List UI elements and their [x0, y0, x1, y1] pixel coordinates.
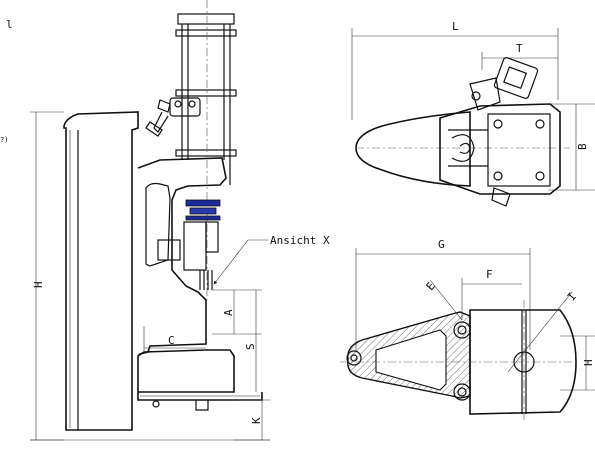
frame-cutout — [145, 182, 171, 267]
tool-holder — [183, 221, 207, 271]
dim-S-label: S — [244, 343, 257, 350]
dim-L-label: L — [452, 20, 459, 33]
tool-stack — [183, 199, 221, 290]
ansicht-leader — [213, 239, 268, 285]
ansicht-label: Ansicht X — [270, 234, 330, 247]
corner-mark: l — [6, 18, 13, 31]
side-view: l ?) — [0, 0, 330, 441]
head-outline — [439, 103, 561, 195]
base-foot — [195, 400, 209, 411]
dim-B-label: B — [576, 143, 589, 150]
valve-assembly — [145, 97, 201, 137]
dim-F-label: F — [486, 268, 493, 281]
bolt-hole-top — [453, 321, 471, 339]
dim-K-label: K — [250, 417, 263, 424]
press-column-outline — [63, 111, 139, 431]
control-box — [157, 239, 181, 261]
frame-top-outline — [355, 111, 471, 187]
dim-C-label: C — [168, 334, 175, 347]
top-view: L T B — [351, 20, 595, 207]
corner-mark-2: ?) — [0, 136, 8, 144]
cylinder-top-cap — [177, 13, 235, 25]
dim-E-label: E — [424, 280, 438, 293]
base-upper — [137, 349, 235, 393]
section-window — [375, 329, 447, 391]
dim-G-label: G — [438, 238, 445, 251]
base-plate — [137, 392, 263, 401]
c-frame-outline — [137, 157, 227, 357]
top-valve — [469, 57, 539, 207]
dim-T-label: T — [516, 42, 523, 55]
view-x: G F E I H — [340, 238, 595, 420]
bolt-hole-bottom — [453, 383, 471, 401]
dim-H-small-label: H — [582, 359, 595, 366]
cylinder-plate — [487, 113, 551, 187]
dim-H-label: H — [32, 281, 45, 288]
dim-A-label: A — [222, 309, 235, 316]
